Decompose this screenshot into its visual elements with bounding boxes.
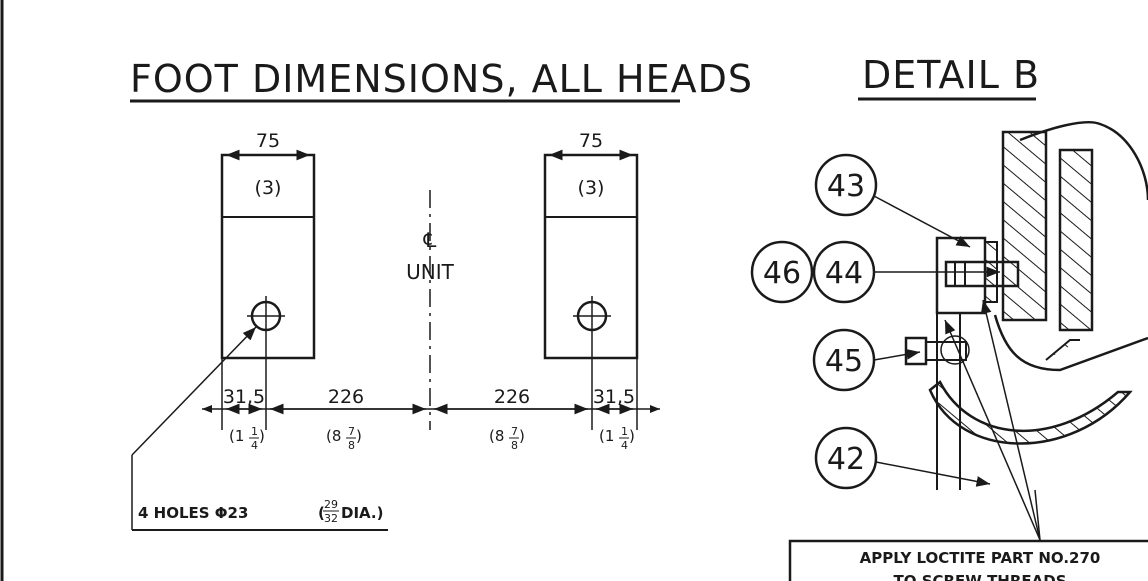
svg-text:1: 1: [251, 425, 258, 438]
svg-text:): ): [519, 427, 525, 445]
centerline-symbol: ℄: [423, 228, 437, 252]
svg-text:): ): [356, 427, 362, 445]
holes-note: 4 HOLES Φ23 ( 29 32 DIA.): [131, 326, 388, 531]
svg-text:29: 29: [324, 498, 338, 511]
svg-text:32: 32: [324, 512, 338, 525]
svg-text:(8: (8: [489, 427, 504, 445]
foot-width-in: (3): [578, 177, 605, 199]
edge-offset-mm: 31,5: [593, 386, 635, 408]
center-offset-in: (8 7 8 ): [489, 425, 525, 452]
svg-text:43: 43: [827, 169, 865, 204]
svg-text:(8: (8: [326, 427, 341, 445]
callout-45: 45: [812, 328, 921, 392]
svg-text:44: 44: [825, 256, 863, 291]
detail-b-title: DETAIL B: [862, 53, 1040, 97]
curved-blade: [928, 380, 1133, 445]
svg-text:8: 8: [511, 439, 518, 452]
dimension-chain: 31,5 226 226 31,5 (1 1 4 ) (8 7 8 ) (8 7: [202, 386, 660, 452]
svg-text:1: 1: [621, 425, 628, 438]
svg-text:(: (: [318, 504, 325, 522]
svg-text:8: 8: [348, 439, 355, 452]
svg-text:): ): [259, 427, 265, 445]
detail-b-view: DETAIL B 43: [750, 53, 1148, 581]
svg-text:(1: (1: [599, 427, 614, 445]
centerline-label: UNIT: [406, 260, 454, 284]
foot-dimensions-title: FOOT DIMENSIONS, ALL HEADS: [130, 57, 753, 101]
bracket-assembly: [904, 236, 1020, 490]
svg-text:4: 4: [621, 439, 628, 452]
center-offset-in: (8 7 8 ): [326, 425, 362, 452]
edge-offset-in: (1 1 4 ): [229, 425, 265, 452]
note-line-2: TO SCREW THREADS: [893, 572, 1066, 581]
svg-text:(1: (1: [229, 427, 244, 445]
hatched-wall: [993, 120, 1148, 372]
svg-text:42: 42: [827, 442, 865, 477]
left-foot: 75 (3): [220, 130, 316, 430]
svg-text:): ): [629, 427, 635, 445]
edge-offset-in: (1 1 4 ): [599, 425, 635, 452]
unit-centerline: ℄ UNIT: [406, 190, 455, 430]
svg-text:DIA.): DIA.): [341, 504, 383, 522]
svg-text:7: 7: [348, 425, 355, 438]
screw-44: [944, 260, 1020, 288]
callout-46: 46: [750, 240, 814, 304]
center-offset-mm: 226: [328, 386, 364, 408]
center-offset-mm: 226: [494, 386, 530, 408]
foot-width-mm: 75: [579, 130, 603, 152]
callout-44: 44: [812, 240, 1000, 304]
right-foot: 75 (3): [543, 130, 639, 430]
loctite-note: APPLY LOCTITE PART NO.270 TO SCREW THREA…: [788, 539, 1148, 581]
edge-offset-mm: 31,5: [223, 386, 265, 408]
screw-45: [904, 336, 928, 366]
callout-42: 42: [814, 426, 991, 490]
foot-width-in: (3): [255, 177, 282, 199]
holes-note-text: 4 HOLES Φ23: [138, 504, 248, 522]
foot-dimensions-view: FOOT DIMENSIONS, ALL HEADS 75 (3) 75: [130, 57, 753, 531]
foot-width-mm: 75: [256, 130, 280, 152]
svg-text:46: 46: [763, 256, 801, 291]
note-leaders: [944, 299, 1041, 541]
callout-43: 43: [814, 153, 971, 248]
svg-text:45: 45: [825, 344, 863, 379]
note-line-1: APPLY LOCTITE PART NO.270: [860, 549, 1101, 567]
svg-text:7: 7: [511, 425, 518, 438]
svg-text:4: 4: [251, 439, 258, 452]
